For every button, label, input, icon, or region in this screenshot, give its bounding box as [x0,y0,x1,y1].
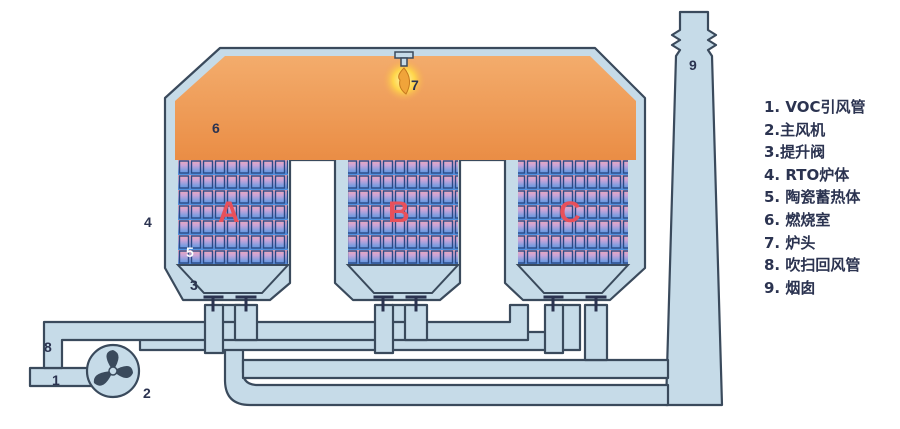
pipework [28,303,670,407]
lower-header-pipe [241,358,670,380]
callout-5: 5 [186,244,194,260]
callout-1: 1 [52,372,60,388]
callout-9: 9 [689,57,697,73]
valve-c2 [585,295,607,312]
riser-b1 [373,303,395,355]
valve-a2 [235,295,257,312]
riser-a1 [203,303,225,355]
hoppers [175,264,631,294]
valve-c1 [543,295,564,312]
legend-item: 1. VOC引风管 [764,98,866,116]
riser-c1 [543,303,565,355]
inlet-pipe [28,366,94,388]
hopper-c [515,264,631,294]
legend-item: 6. 燃烧室 [764,210,831,229]
valve-b1 [373,295,394,312]
legend-item: 8. 吹扫回风管 [764,256,861,275]
callout-2: 2 [143,385,151,401]
hopper-b [345,264,461,294]
chimney [664,10,724,407]
legend-item: 7. 炉头 [764,233,816,252]
callout-7: 7 [411,77,419,93]
chamber-label-b: B [388,196,410,229]
legend: 1. VOC引风管 2.主风机 3.提升阀 4. RTO炉体 5. 陶瓷蓄热体 … [764,96,865,299]
lift-valves [203,295,607,312]
combustion-chamber [175,56,636,160]
legend-item: 5. 陶瓷蓄热体 [764,188,861,207]
purge-return-pipe [42,303,530,370]
callout-4: 4 [144,214,152,230]
legend-item: 3.提升阀 [764,143,826,162]
chamber-label-a: A [218,196,240,229]
legend-item: 2.主风机 [764,120,826,139]
chamber-label-c: C [559,196,581,229]
valve-a1 [203,295,224,312]
main-fan [85,343,141,399]
valve-b2 [405,295,427,312]
ceramic-bed-c [518,160,628,265]
flame-icon [398,67,410,95]
ceramic-bed-b [348,160,458,265]
hopper-a [175,264,291,294]
burner [382,51,426,102]
callout-3: 3 [190,277,198,293]
callout-6: 6 [212,120,220,136]
legend-item: 9. 烟囱 [764,278,816,297]
ceramic-bed-a [178,160,288,265]
riser-c2 [583,303,609,362]
legend-item: 4. RTO炉体 [764,165,850,184]
callout-8: 8 [44,339,52,355]
ceramic-beds [178,160,628,265]
